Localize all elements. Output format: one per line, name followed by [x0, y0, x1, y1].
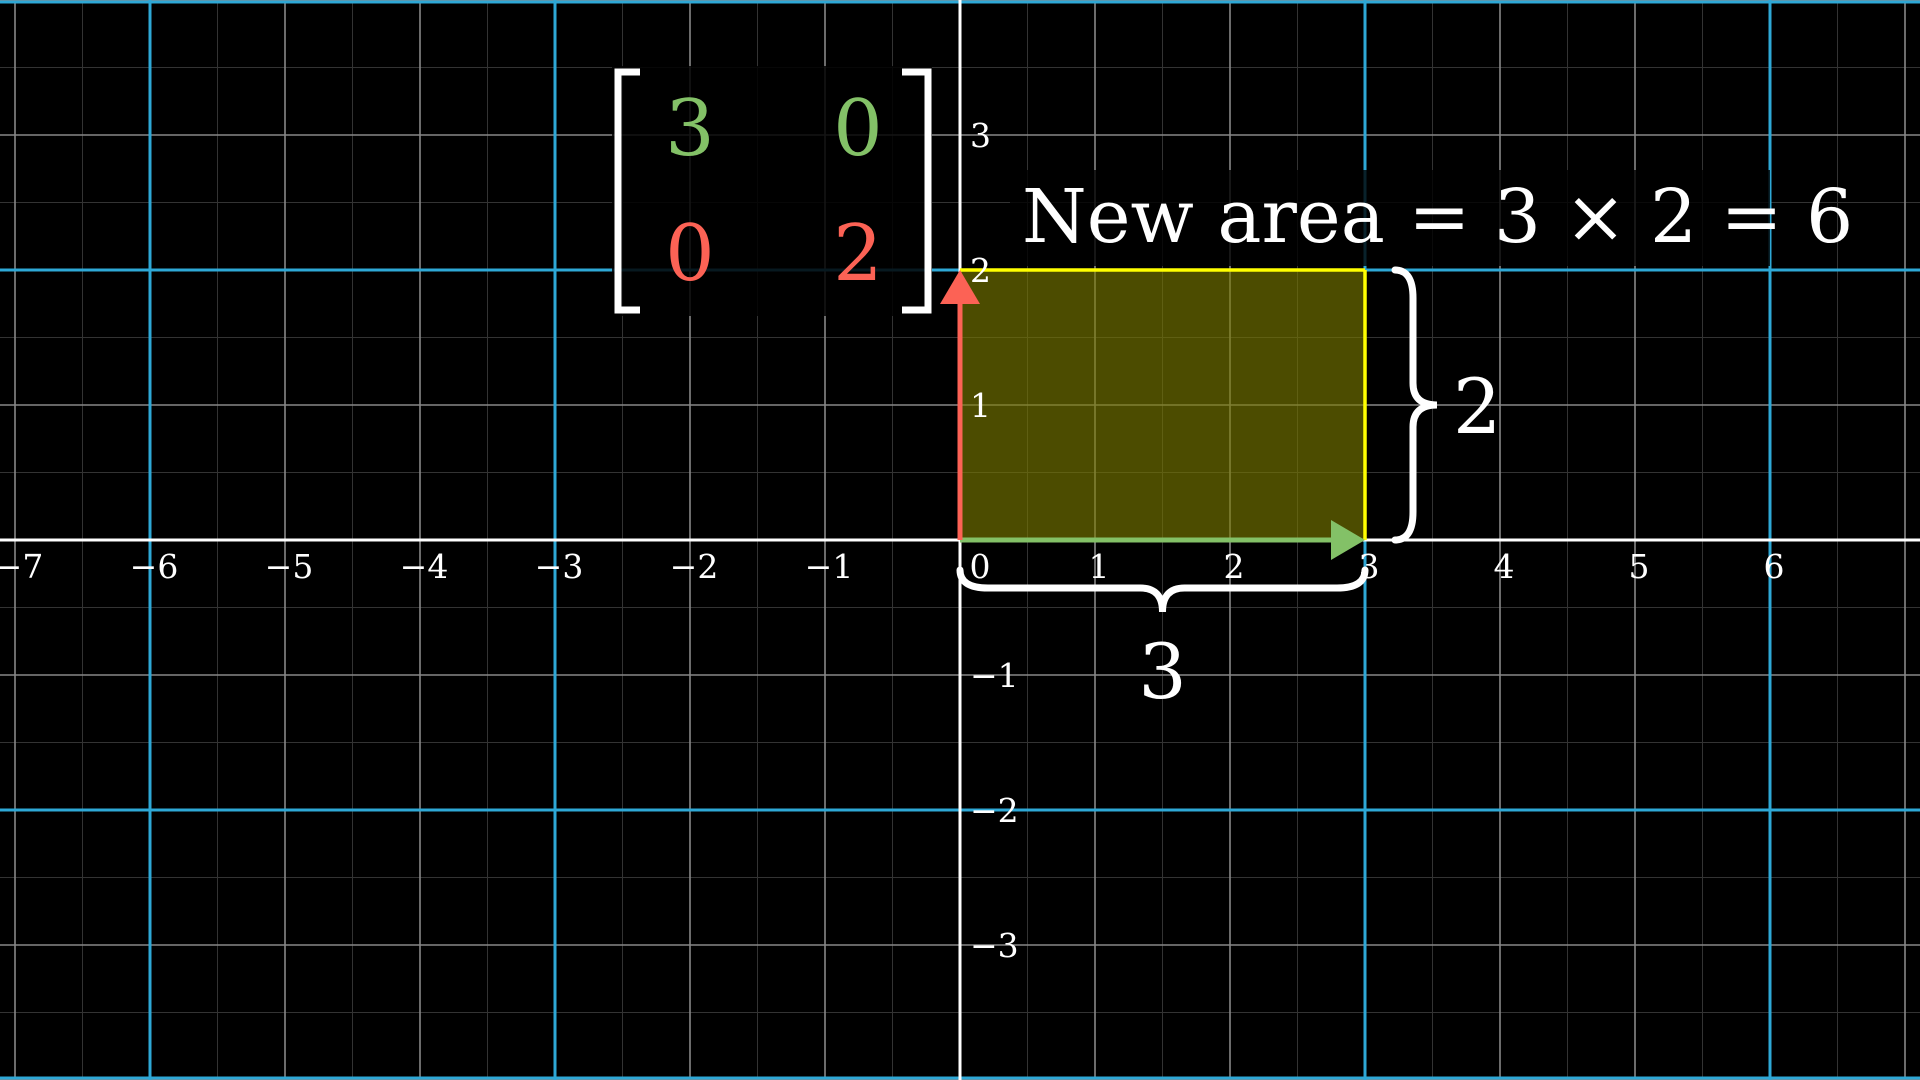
x-tick-label: −4	[400, 547, 449, 586]
y-tick-label: −1	[970, 656, 1019, 695]
equation-backdrop	[1010, 170, 1770, 266]
x-tick-label: 2	[1224, 547, 1245, 586]
basis-vectors	[940, 270, 1365, 560]
i-hat-arrow-head	[1331, 520, 1365, 560]
matrix-entry-r2c2: 2	[833, 209, 883, 299]
y-tick-label: 2	[970, 251, 991, 290]
x-tick-label: −5	[265, 547, 314, 586]
area-rectangle-group	[960, 268, 1367, 540]
dimension-braces: 3 2	[956, 266, 1501, 716]
y-tick-label: 3	[970, 116, 991, 155]
x-tick-label: −7	[0, 547, 43, 586]
y-tick-label: −2	[970, 791, 1019, 830]
matrix-entry-r1c2: 0	[833, 84, 883, 174]
x-tick-label: 4	[1494, 547, 1515, 586]
matrix-backdrop	[612, 66, 932, 316]
j-hat-arrow-head	[940, 270, 980, 304]
area-equation: New area = 3 × 2 = 6	[1010, 170, 1853, 266]
x-tick-label: 5	[1629, 547, 1650, 586]
x-tick-label: −3	[535, 547, 584, 586]
y-tick-label: −3	[970, 926, 1019, 965]
x-tick-label: −6	[130, 547, 179, 586]
axis-tick-labels: −7 −6 −5 −4 −3 −2 −1 0 1 2 3 4 5 6 3 2 1 −1 −2 −3	[0, 116, 1785, 965]
y-tick-label: 1	[970, 386, 991, 425]
area-rectangle-fill	[960, 270, 1365, 540]
x-tick-label: −1	[805, 547, 854, 586]
height-brace	[1391, 266, 1438, 544]
matrix-right-bracket	[902, 68, 932, 314]
x-tick-label: 1	[1089, 547, 1110, 586]
x-tick-label: 6	[1764, 547, 1785, 586]
x-tick-label: −2	[670, 547, 719, 586]
matrix-entry-r1c1: 3	[665, 84, 715, 174]
matrix-left-bracket	[614, 68, 640, 314]
x-tick-label: 0	[970, 547, 991, 586]
width-brace	[956, 566, 1369, 613]
height-label: 2	[1453, 362, 1501, 451]
matrix-entry-r2c1: 0	[665, 209, 715, 299]
transformation-matrix: 3 0 0 2	[612, 66, 932, 316]
width-label: 3	[1138, 627, 1186, 716]
area-equation-text: New area = 3 × 2 = 6	[1022, 174, 1853, 260]
